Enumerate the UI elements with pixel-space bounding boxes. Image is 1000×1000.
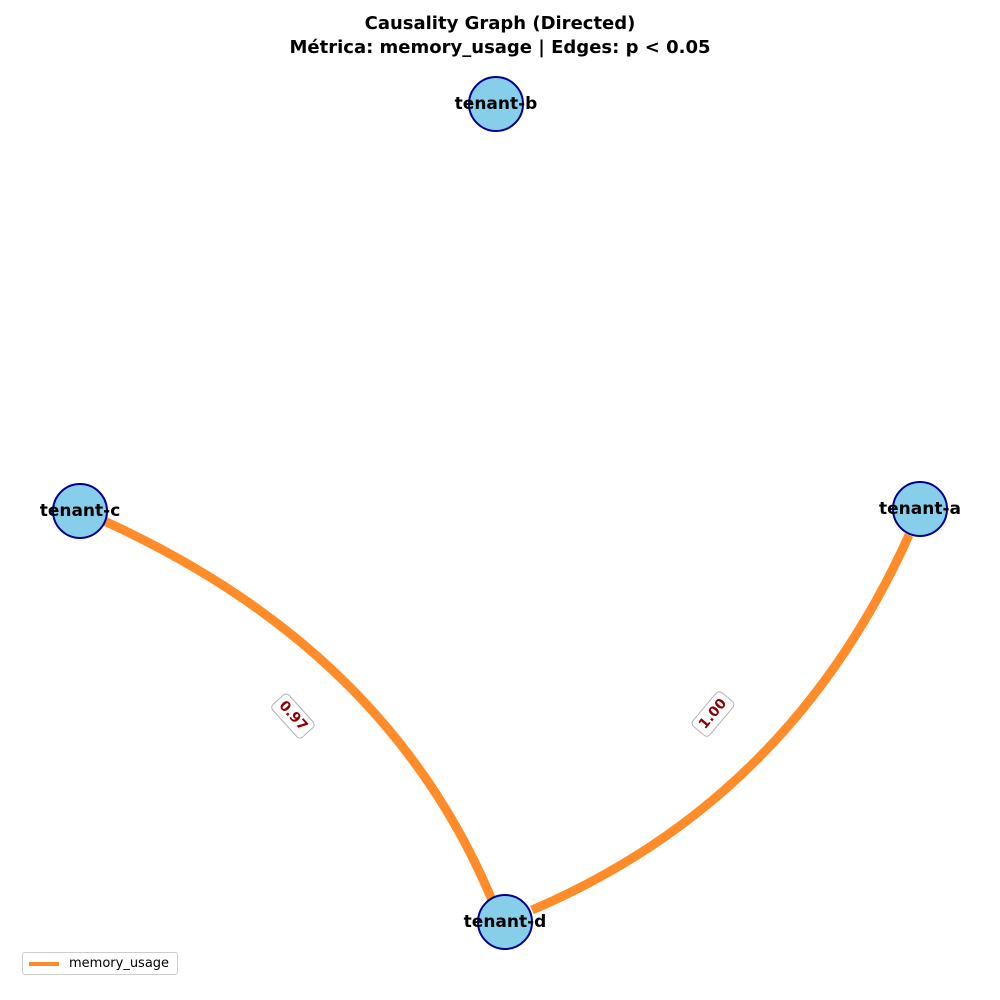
title-line-1: Causality Graph (Directed) <box>364 13 636 34</box>
title-line-2: Métrica: memory_usage | Edges: p < 0.05 <box>289 37 711 58</box>
legend-label: memory_usage <box>69 956 170 971</box>
node-tenant-a: tenant-a <box>879 481 961 537</box>
node-label: tenant-a <box>879 499 961 519</box>
node-label: tenant-d <box>464 912 547 932</box>
edge-label-tenant-a-to-tenant-d: 1.00 <box>691 691 735 737</box>
edge-tenant-c-to-tenant-d <box>100 515 499 907</box>
node-tenant-c: tenant-c <box>40 483 121 539</box>
legend: memory_usage <box>22 952 179 975</box>
node-label: tenant-c <box>40 501 121 521</box>
node-tenant-b: tenant-b <box>455 76 538 132</box>
node-tenant-d: tenant-d <box>464 894 547 950</box>
node-label: tenant-b <box>455 94 538 114</box>
edge-label-tenant-c-to-tenant-d: 0.97 <box>271 693 315 739</box>
graph-title: Causality Graph (Directed) Métrica: memo… <box>0 12 1000 60</box>
edge-tenant-a-to-tenant-d <box>530 533 914 915</box>
legend-line-swatch <box>29 961 59 966</box>
